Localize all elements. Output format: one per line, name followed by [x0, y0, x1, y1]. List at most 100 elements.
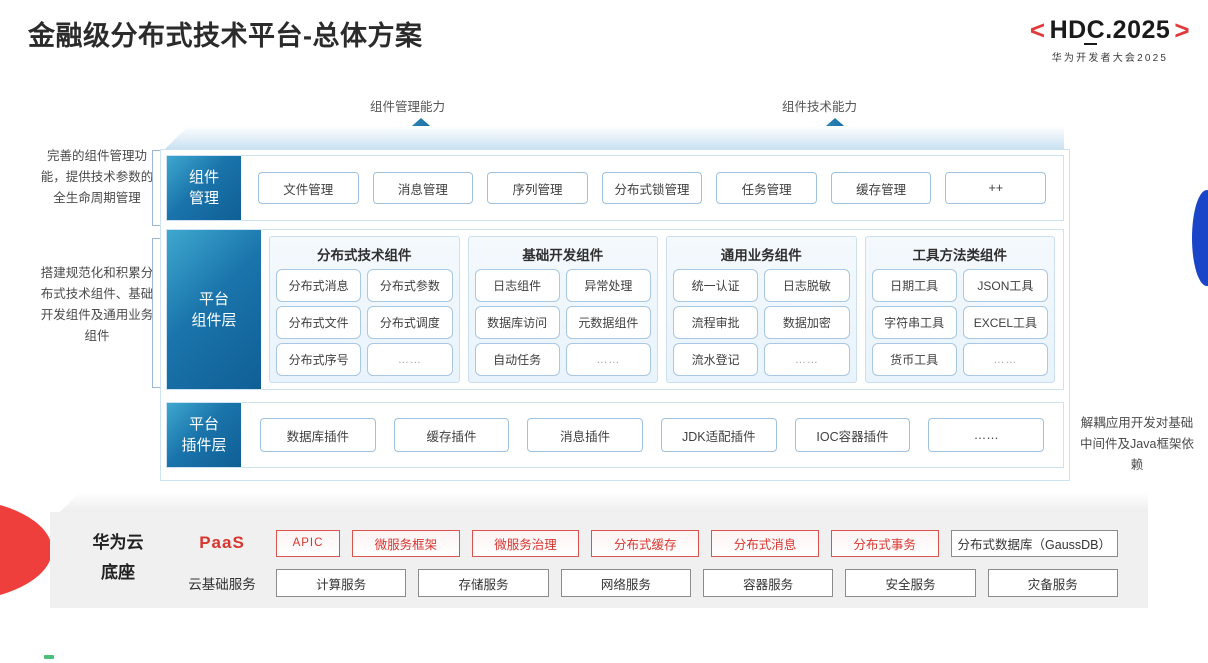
chip-message-plugin[interactable]: 消息插件 [527, 418, 644, 452]
layer-label-line2: 插件层 [181, 437, 227, 454]
group-grid-distributed-tech: 分布式消息 分布式参数 分布式文件 分布式调度 分布式序号 …… [276, 269, 453, 376]
layer-label-platform-plugin: 平台 插件层 [167, 403, 241, 467]
base-panel-top-face [58, 492, 1148, 514]
chip-cache-management[interactable]: 缓存管理 [830, 172, 932, 204]
brace-left-top [152, 150, 162, 226]
group-title-general-business: 通用业务组件 [720, 248, 802, 263]
group-title-utility-methods: 工具方法类组件 [912, 248, 1008, 263]
layer-body-platform-component: 分布式技术组件 分布式消息 分布式参数 分布式文件 分布式调度 分布式序号 ……… [261, 230, 1063, 389]
pill-microservice-governance[interactable]: 微服务治理 [471, 529, 580, 557]
layer-platform-component: 平台 组件层 分布式技术组件 分布式消息 分布式参数 分布式文件 分布式调度 分… [166, 229, 1064, 390]
chip-message-management[interactable]: 消息管理 [372, 172, 474, 204]
chip-distributed-lock-management[interactable]: 分布式锁管理 [601, 172, 703, 204]
cell-log-component[interactable]: 日志组件 [474, 269, 560, 302]
hdc-logo-main: < HDC.2025 > [1030, 15, 1190, 46]
group-general-business: 通用业务组件 统一认证 日志脱敏 流程审批 数据加密 流水登记 …… [666, 236, 857, 383]
pill-compute-service[interactable]: 计算服务 [276, 569, 407, 597]
chip-file-management[interactable]: 文件管理 [258, 172, 359, 204]
cell-string-utility[interactable]: 字符串工具 [871, 306, 957, 339]
cell-distributed-file[interactable]: 分布式文件 [276, 306, 362, 339]
cell-log-desensitization[interactable]: 日志脱敏 [764, 269, 850, 302]
group-grid-basic-development: 日志组件 异常处理 数据库访问 元数据组件 自动任务 …… [474, 269, 651, 376]
red-wedge-decoration [0, 498, 52, 602]
chip-task-management[interactable]: 任务管理 [716, 172, 817, 204]
arrow-label-component-technology: 组件技术能力 [782, 100, 858, 114]
base-panel-title: 华为云 底座 [72, 528, 164, 588]
layer-body-component-management: 文件管理 消息管理 序列管理 分布式锁管理 任务管理 缓存管理 ++ [241, 156, 1063, 220]
layer-label-line1: 平台 [198, 290, 229, 308]
cell-database-access[interactable]: 数据库访问 [474, 306, 560, 339]
cell-distributed-message[interactable]: 分布式消息 [276, 269, 362, 302]
pill-distributed-cache[interactable]: 分布式缓存 [591, 529, 700, 557]
chip-cache-plugin[interactable]: 缓存插件 [393, 418, 510, 452]
cell-distributed-sequence[interactable]: 分布式序号 [276, 343, 362, 376]
layer-label-line2: 组件层 [191, 311, 237, 329]
pill-distributed-message[interactable]: 分布式消息 [711, 529, 819, 557]
cell-unified-authentication[interactable]: 统一认证 [673, 269, 759, 302]
pill-microservice-framework[interactable]: 微服务框架 [352, 529, 460, 557]
cell-process-approval[interactable]: 流程审批 [673, 306, 759, 339]
pill-disaster-recovery-service[interactable]: 灾备服务 [987, 569, 1118, 597]
pill-container-service[interactable]: 容器服务 [702, 569, 834, 597]
layer-label-line1: 平台 [188, 416, 219, 433]
angle-bracket-right-icon: > [1174, 15, 1190, 45]
pill-apic[interactable]: APIC [276, 529, 340, 557]
cell-data-encryption[interactable]: 数据加密 [764, 306, 850, 339]
layer-body-platform-plugin: 数据库插件 缓存插件 消息插件 JDK适配插件 IOC容器插件 …… [241, 403, 1063, 467]
side-note-management: 完善的组件管理功能，提供技术参数的全生命周期管理 [40, 149, 154, 205]
hdc-logo-text: HDC.2025 [1049, 16, 1171, 45]
chip-database-plugin[interactable]: 数据库插件 [260, 418, 376, 452]
chip-jdk-adapter-plugin[interactable]: JDK适配插件 [661, 418, 777, 452]
pill-network-service[interactable]: 网络服务 [560, 569, 691, 597]
green-mark-decoration [44, 655, 54, 659]
cell-exception-handling[interactable]: 异常处理 [565, 269, 651, 302]
group-distributed-tech: 分布式技术组件 分布式消息 分布式参数 分布式文件 分布式调度 分布式序号 …… [269, 236, 460, 383]
layer-label-platform-component: 平台 组件层 [167, 230, 261, 389]
layer-label-component-management: 组件 管理 [167, 156, 241, 220]
angle-bracket-left-icon: < [1029, 15, 1046, 45]
cell-metadata-component[interactable]: 元数据组件 [565, 306, 651, 339]
cell-transaction-registration[interactable]: 流水登记 [673, 343, 759, 376]
cell-auto-task[interactable]: 自动任务 [474, 343, 560, 376]
cell-excel-utility[interactable]: EXCEL工具 [962, 306, 1048, 339]
layer-label-line1: 组件 [188, 169, 219, 186]
chip-more-plugins[interactable]: …… [928, 418, 1045, 452]
base-title-line1: 华为云 [92, 533, 144, 552]
group-grid-general-business: 统一认证 日志脱敏 流程审批 数据加密 流水登记 …… [673, 269, 850, 376]
pill-security-service[interactable]: 安全服务 [845, 569, 976, 597]
cell-more-basic-development[interactable]: …… [565, 343, 651, 376]
base-row-infrastructure: 云基础服务 计算服务 存储服务 网络服务 容器服务 安全服务 灾备服务 [174, 568, 1124, 598]
group-utility-methods: 工具方法类组件 日期工具 JSON工具 字符串工具 EXCEL工具 货币工具 …… [864, 236, 1055, 383]
layer-platform-plugin: 平台 插件层 数据库插件 缓存插件 消息插件 JDK适配插件 IOC容器插件 …… [166, 402, 1064, 468]
arrow-label-component-management: 组件管理能力 [370, 100, 446, 114]
side-note-decoupling: 解耦应用开发对基础中间件及Java框架依赖 [1080, 416, 1194, 472]
base-title-line2: 底座 [101, 563, 135, 582]
blue-lens-decoration [1192, 190, 1208, 286]
chip-ioc-container-plugin[interactable]: IOC容器插件 [794, 418, 911, 452]
layer-component-management: 组件 管理 文件管理 消息管理 序列管理 分布式锁管理 任务管理 缓存管理 ++ [166, 155, 1064, 221]
cell-distributed-schedule[interactable]: 分布式调度 [367, 306, 453, 339]
cell-json-utility[interactable]: JSON工具 [962, 269, 1048, 302]
group-title-basic-development: 基础开发组件 [522, 248, 604, 263]
pill-storage-service[interactable]: 存储服务 [418, 569, 549, 597]
cell-distributed-parameter[interactable]: 分布式参数 [367, 269, 453, 302]
chip-add-more[interactable]: ++ [945, 172, 1047, 204]
chip-sequence-management[interactable]: 序列管理 [487, 172, 588, 204]
cell-more-general-business[interactable]: …… [764, 343, 850, 376]
pill-distributed-database-gaussdb[interactable]: 分布式数据库（GaussDB） [950, 529, 1119, 557]
group-basic-development: 基础开发组件 日志组件 异常处理 数据库访问 元数据组件 自动任务 …… [467, 236, 658, 383]
group-grid-utility-methods: 日期工具 JSON工具 字符串工具 EXCEL工具 货币工具 …… [871, 269, 1048, 376]
pill-distributed-transaction[interactable]: 分布式事务 [830, 529, 939, 557]
group-title-distributed-tech: 分布式技术组件 [317, 248, 412, 263]
cell-currency-utility[interactable]: 货币工具 [871, 343, 957, 376]
layer-label-line2: 管理 [188, 190, 219, 207]
page-title: 金融级分布式技术平台-总体方案 [28, 21, 423, 51]
cell-date-utility[interactable]: 日期工具 [871, 269, 957, 302]
cell-more-distributed-tech[interactable]: …… [367, 343, 453, 376]
base-row-tag-infrastructure: 云基础服务 [188, 577, 256, 592]
hdc-logo-subtitle: 华为开发者大会2025 [1051, 53, 1169, 64]
cell-more-utility-methods[interactable]: …… [962, 343, 1048, 376]
platform-top-face [164, 126, 1064, 150]
brace-left-bottom [152, 238, 162, 388]
base-row-tag-paas: PaaS [199, 533, 245, 552]
